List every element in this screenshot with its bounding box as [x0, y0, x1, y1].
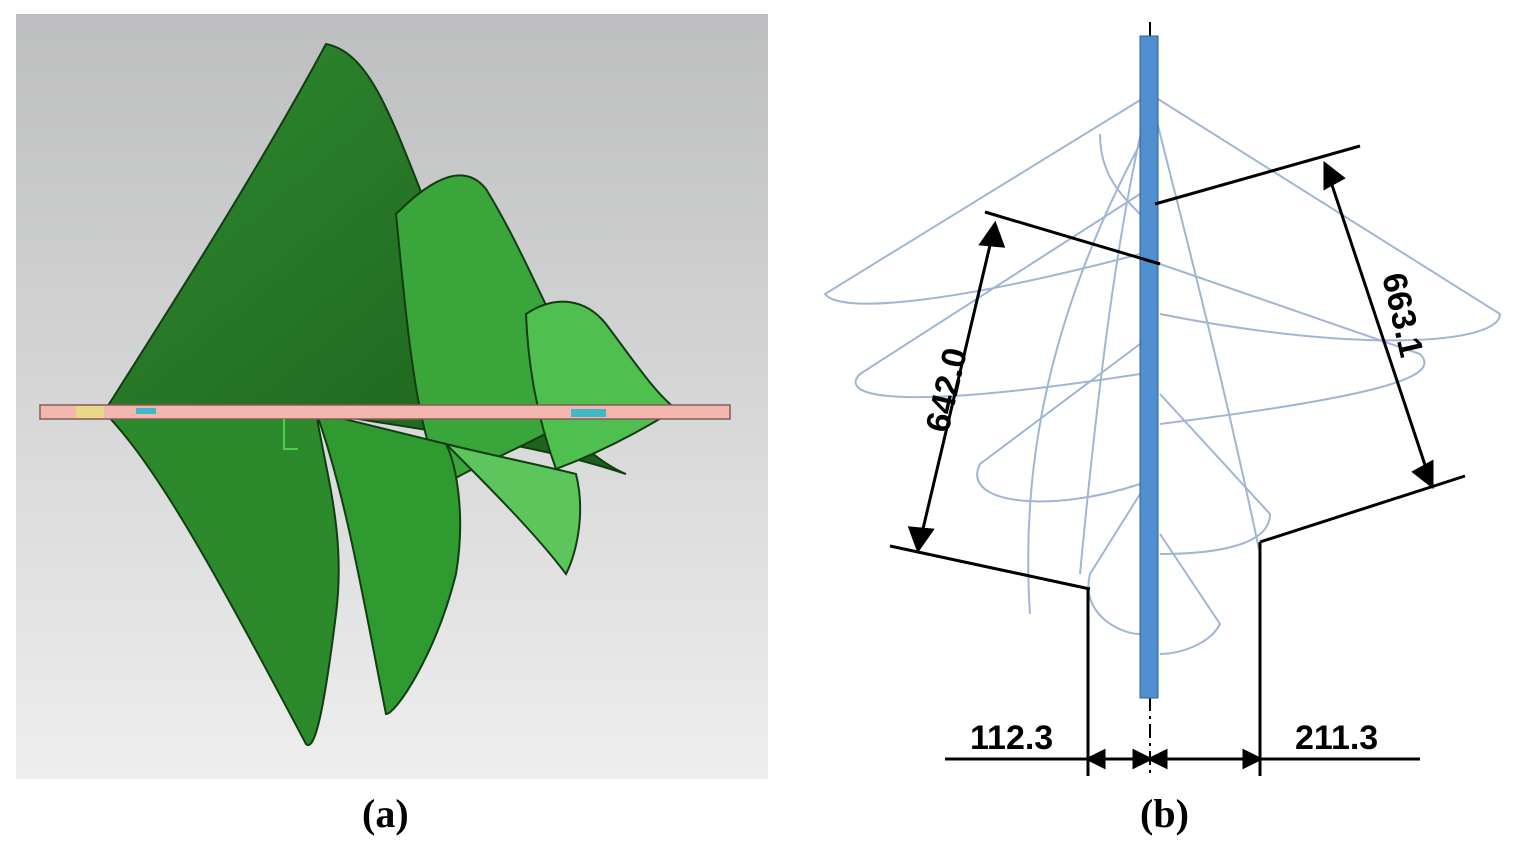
dim-left-height-label: 642.0: [919, 344, 975, 435]
blade-mid-lower: [314, 410, 462, 716]
shaft: [1139, 35, 1159, 699]
dimension-radii: [945, 542, 1420, 776]
caption-panel-a: (a): [362, 791, 409, 836]
turbine-shaft: [39, 404, 731, 420]
shaft-collar-mid: [136, 408, 156, 414]
blade-small-lower: [442, 442, 582, 576]
dim-left-radius-label: 112.3: [970, 719, 1053, 757]
shaft-collar-right: [571, 409, 606, 417]
turbine-3d-render: [16, 14, 768, 779]
caption-panel-b: (b): [1140, 791, 1189, 836]
axis-marker: [283, 419, 298, 450]
wireframe-curves: [823, 93, 1502, 655]
dim-right-height-label: 663.1: [1374, 269, 1430, 360]
dimension-right-height: [1154, 144, 1466, 544]
blade-large-lower: [101, 411, 340, 747]
turbine-wireframe-diagram: 642.0 663.1 112.3 211.3: [823, 22, 1502, 776]
shaft-collar-left: [76, 406, 104, 418]
dim-right-radius-label: 211.3: [1295, 719, 1378, 757]
dimension-left-height: [889, 210, 1161, 591]
